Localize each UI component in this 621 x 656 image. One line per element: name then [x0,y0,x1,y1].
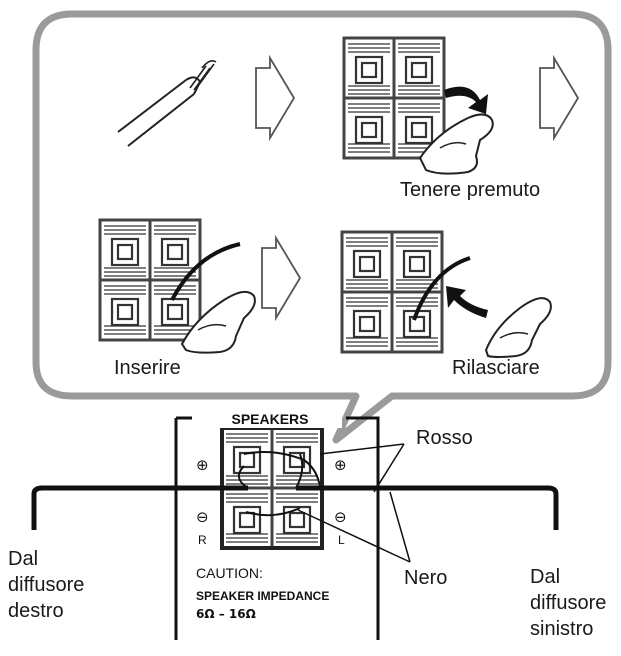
hold-label: Tenere premuto [400,179,541,201]
finger-icon [418,113,494,175]
l-channel-label: L [338,533,345,547]
left-speaker-label: Dal diffusore sinistro [530,566,607,640]
minus-left-label: ⊖ [334,508,347,526]
insert-label: Inserire [114,357,181,379]
wire-step-strip [117,60,217,147]
press-arrow-icon [444,86,488,114]
pointer-lines [297,443,411,563]
plus-left-label: ⊕ [334,456,347,474]
rear-panel [174,416,380,640]
terminal-block [342,36,446,160]
caution-line-1: CAUTION: [196,565,263,581]
finger-icon [180,290,256,354]
r-channel-label: R [198,533,207,547]
speaker-cables [31,451,559,530]
inserted-wire [412,256,471,321]
finger-icon [484,297,552,358]
right-speaker-label: Dal diffusore destro [8,548,85,622]
release-label: Rilasciare [452,357,540,379]
red-wire-label: Rosso [416,427,473,449]
caution-line-3: 6Ω – 16Ω [196,607,256,621]
minus-right-label: ⊖ [196,508,209,526]
plus-right-label: ⊕ [196,456,209,474]
release-arrow-icon [446,286,488,318]
speakers-label: SPEAKERS [231,411,308,427]
black-wire-label: Nero [404,567,448,589]
inserted-wire [170,242,241,301]
caution-line-2: SPEAKER IMPEDANCE [196,589,329,603]
